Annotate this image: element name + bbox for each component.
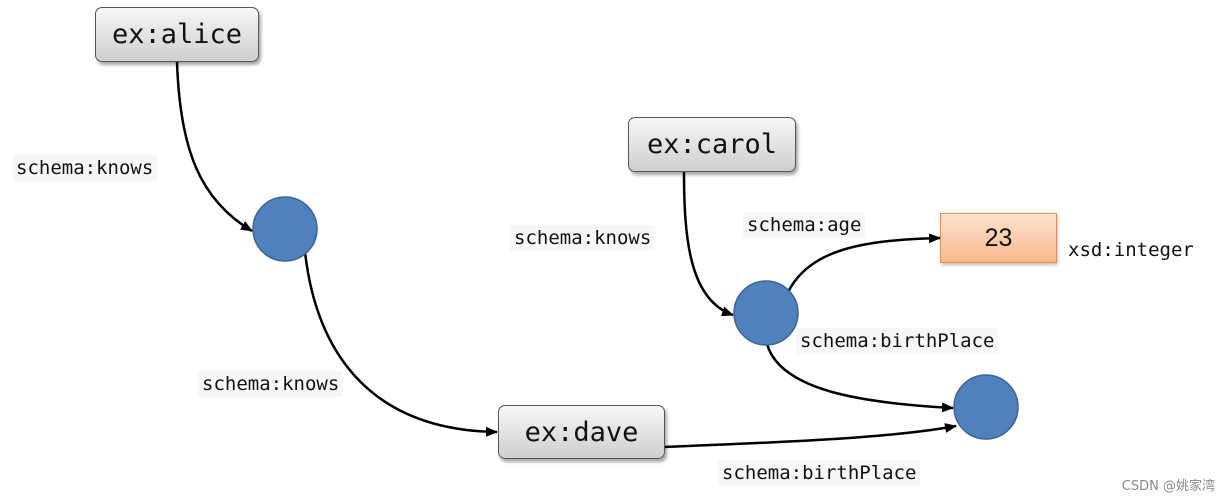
blank-node-1 [252, 196, 318, 262]
watermark: CSDN @姚家湾 [1121, 479, 1215, 494]
edge-label-blank-knows: schema:knows [198, 371, 344, 397]
edge-label-blank-birthplace: schema:birthPlace [796, 328, 999, 354]
edge-label-alice-knows: schema:knows [12, 155, 158, 181]
node-ex-dave: ex:dave [498, 405, 665, 459]
blank-node-3 [953, 374, 1019, 440]
blank-node-2 [733, 280, 799, 346]
edge-label-dave-birthplace: schema:birthPlace [718, 460, 921, 486]
edge-label-age: schema:age [743, 212, 866, 238]
edge-blank-age-literal [786, 233, 941, 293]
edge-label-carol-knows: schema:knows [510, 225, 656, 251]
edge-alice-knows-blank [175, 61, 253, 233]
literal-datatype-label: xsd:integer [1068, 239, 1194, 261]
edge-dave-birthplace-blank [664, 423, 957, 449]
edge-blank-birthplace-blank [765, 343, 954, 413]
literal-23: 23 [940, 213, 1057, 263]
edge-carol-knows-blank [682, 171, 734, 317]
node-ex-alice: ex:alice [95, 7, 259, 62]
node-ex-carol: ex:carol [628, 117, 796, 172]
edge-blank-knows-dave [303, 251, 498, 437]
